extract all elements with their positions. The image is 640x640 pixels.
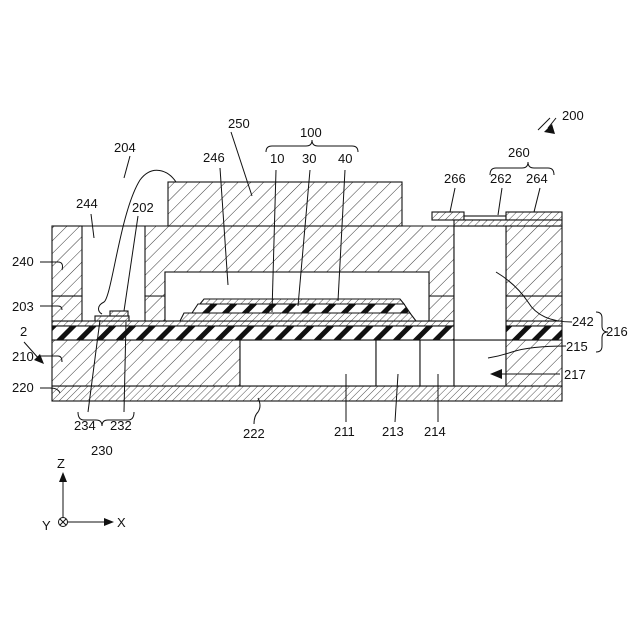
label-234: 234 (74, 418, 96, 433)
layer-203-inner (145, 296, 165, 321)
lid-base (454, 220, 562, 226)
label-230: 230 (91, 443, 113, 458)
axis-label-z: Z (57, 456, 65, 471)
label-215: 215 (566, 339, 588, 354)
layer-240-left (52, 226, 82, 296)
label-242: 242 (572, 314, 594, 329)
cavity-214 (420, 340, 454, 386)
cavity-211 (240, 340, 376, 386)
label-266: 266 (444, 171, 466, 186)
layer-203-right (429, 296, 454, 321)
coordinate-axes: Z X Y (42, 456, 126, 533)
element-layer-10 (180, 313, 416, 321)
channel-217-lower (454, 340, 506, 386)
label-232: 232 (110, 418, 132, 433)
pad-202 (110, 311, 128, 316)
label-200: 200 (562, 108, 584, 123)
label-260: 260 (508, 145, 530, 160)
label-204: 204 (114, 140, 136, 155)
cap-250 (168, 182, 402, 226)
label-244: 244 (76, 196, 98, 211)
label-30: 30 (302, 151, 316, 166)
label-220: 220 (12, 380, 34, 395)
axis-label-y: Y (42, 518, 51, 533)
label-264: 264 (526, 171, 548, 186)
thin-layer-232 (52, 321, 454, 326)
label-250: 250 (228, 116, 250, 131)
label-10: 10 (270, 151, 284, 166)
thin-layer-right (506, 321, 562, 326)
label-2: 2 (20, 324, 27, 339)
element-layer-40 (200, 299, 404, 304)
label-40: 40 (338, 151, 352, 166)
label-211: 211 (334, 424, 355, 439)
substrate-220 (52, 386, 562, 401)
label-246: 246 (203, 150, 225, 165)
label-210: 210 (12, 349, 34, 364)
label-213: 213 (382, 424, 404, 439)
layer-203-far (506, 296, 562, 321)
lid-266 (432, 212, 464, 220)
membrane-215-left (52, 326, 454, 340)
label-222: 222 (243, 426, 265, 441)
layer-210-right (506, 340, 562, 386)
label-202: 202 (132, 200, 154, 215)
layer-203-left (52, 296, 82, 321)
label-100: 100 (300, 125, 322, 140)
label-240: 240 (12, 254, 34, 269)
label-217: 217 (564, 367, 586, 382)
label-203: 203 (12, 299, 34, 314)
label-216: 216 (606, 324, 628, 339)
film-262 (464, 216, 506, 220)
element-layer-30 (192, 304, 410, 313)
layer-210-left (52, 340, 240, 386)
label-262: 262 (490, 171, 512, 186)
lid-264 (506, 212, 562, 220)
axis-label-x: X (117, 515, 126, 530)
channel-242 (454, 226, 506, 340)
label-214: 214 (424, 424, 446, 439)
membrane-215-right (506, 326, 562, 340)
